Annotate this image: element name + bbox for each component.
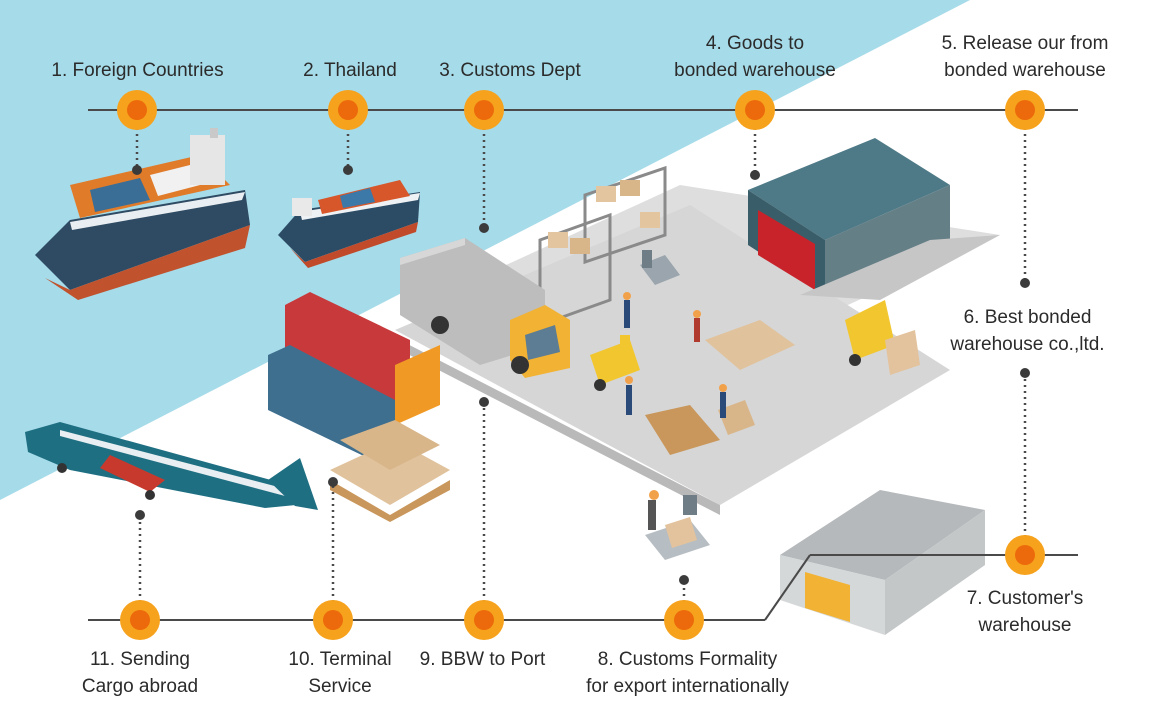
bonded-warehouse-icon [748, 138, 1000, 300]
leader-dot-step-2 [343, 165, 353, 175]
customer-warehouse-icon [780, 490, 985, 635]
timeline-node-core-step-10 [323, 610, 343, 630]
timeline-node-core-step-11 [130, 610, 150, 630]
leader-dot-step-10 [328, 477, 338, 487]
container-ship-icon [35, 128, 250, 300]
timeline-connector [764, 554, 811, 621]
step-label-3: 3. Customs Dept [439, 60, 581, 81]
worker-icon [623, 292, 727, 418]
weighing-scale-icon [640, 250, 710, 560]
cargo-airplane-icon [25, 422, 318, 510]
timeline-node-core-step-7 [1015, 545, 1035, 565]
step-label-11: 11. Sending Cargo abroad [81, 649, 199, 697]
warehouse-shelves-icon [538, 165, 667, 328]
leader-dot-step-5 [1020, 278, 1030, 288]
yard-floor [395, 205, 950, 505]
leader-dot-step-7 [1020, 368, 1030, 378]
step-label-9: 9. BBW to Port [419, 649, 546, 670]
delivery-truck-icon [400, 238, 570, 378]
step-label-5: 5. Release our from bonded warehouse [941, 33, 1109, 81]
timeline-node-core-step-8 [674, 610, 694, 630]
timeline-node-core-step-1 [127, 100, 147, 120]
timeline-node-core-step-4 [745, 100, 765, 120]
leader-dot-step-8 [679, 575, 689, 585]
cargo-boxes-icon [330, 320, 795, 522]
step-label-8: 8. Customs Formality for export internat… [586, 649, 789, 697]
timeline-nodes [117, 90, 1045, 640]
timeline-node-core-step-3 [474, 100, 494, 120]
leader-dot-step-11 [135, 510, 145, 520]
timeline-node-core-step-2 [338, 100, 358, 120]
leader-dot-step-1 [132, 165, 142, 175]
cargo-ship-icon [278, 180, 420, 268]
timeline-node-core-step-5 [1015, 100, 1035, 120]
step-label-1: 1. Foreign Countries [51, 60, 224, 81]
step-label-10: 10. Terminal Service [288, 649, 392, 697]
timeline-node-core-step-9 [474, 610, 494, 630]
step-label-6: 6. Best bonded warehouse co.,ltd. [950, 307, 1105, 355]
step-label-7: 7. Customer's warehouse [966, 588, 1084, 636]
step-label-2: 2. Thailand [303, 60, 397, 81]
sky-background [0, 0, 970, 500]
shipping-containers-icon [268, 292, 440, 460]
leader-dot-step-4 [750, 170, 760, 180]
forklift-icon [590, 300, 920, 391]
leader-dot-step-3 [479, 223, 489, 233]
leader-dot-step-9 [479, 397, 489, 407]
step-label-4: 4. Goods to bonded warehouse [674, 33, 836, 81]
yard-floor-edge [390, 335, 720, 515]
